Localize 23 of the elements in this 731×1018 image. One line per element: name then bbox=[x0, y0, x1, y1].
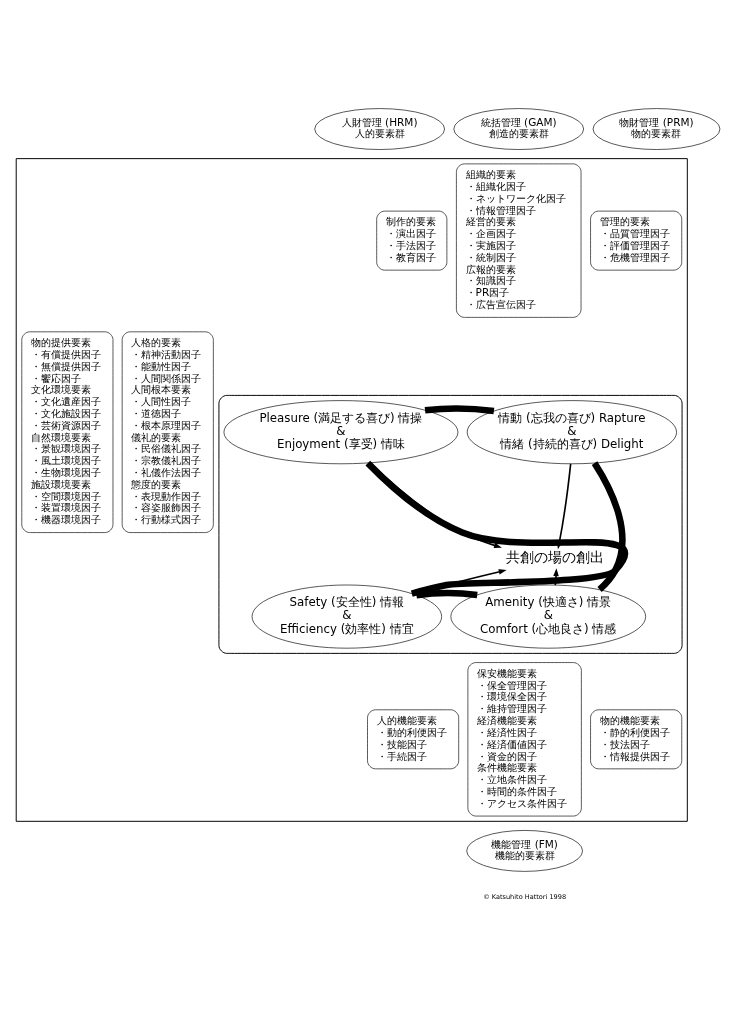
node-box: 組織的要素 ・組織化因子 ・ネットワーク化因子 ・情報管理因子 経営的要素 ・企画因子 ・実施因子 ・統制因子 広報的要素 ・知識因子 ・PR因子 ・広告宣伝因子 bbox=[456, 163, 582, 318]
node-box: 人的機能要素 ・動的利便因子 ・技能因子 ・手続因子 bbox=[367, 709, 460, 770]
node-ellipse: 人財管理 (HRM) 人的要素群 bbox=[314, 108, 445, 150]
node-ellipse: Pleasure (満足する喜び) 情操 & Enjoyment (享受) 情味 bbox=[223, 400, 459, 465]
node-ellipse: 統括管理 (GAM) 創造的要素群 bbox=[453, 108, 584, 150]
node-ellipse: 物財管理 (PRM) 物的要素群 bbox=[592, 108, 721, 150]
connector bbox=[591, 461, 626, 592]
node-box: 制作的要素 ・演出因子 ・手法因子 ・教育因子 bbox=[376, 210, 448, 271]
connector bbox=[365, 460, 628, 597]
cluster bbox=[218, 394, 683, 654]
node-ellipse: 情動 (忘我の喜び) Rapture & 情緒 (持続的喜び) Delight bbox=[466, 400, 677, 465]
node-box: 物的機能要素 ・静的利便因子 ・技法因子 ・情報提供因子 bbox=[590, 709, 683, 770]
connector bbox=[416, 589, 478, 599]
node-box: 管理的要素 ・品質管理因子 ・評価管理因子 ・危機管理因子 bbox=[590, 210, 683, 271]
cluster bbox=[15, 158, 688, 822]
node-ellipse: 機能管理 (FM) 機能的要素群 bbox=[466, 830, 583, 872]
node-ellipse: Amenity (快適さ) 情景 & Comfort (心地良さ) 情感 bbox=[450, 584, 646, 649]
arrow bbox=[553, 568, 559, 586]
node-ellipse: Safety (安全性) 情報 & Efficiency (効率性) 情宜 bbox=[251, 584, 442, 649]
node-box: 人格的要素 ・精神活動因子 ・能動性因子 ・人間関係因子 人間根本要素 ・人間性因子 ・道徳因子 ・根本原理因子 儀礼的要素 ・民俗儀礼因子 ・宗教儀礼因子 ・礼儀作法因子 態度的要素 ・表現動作因子 ・容姿服飾因子 ・行動様式因子 bbox=[121, 331, 214, 533]
node-box: 保安機能要素 ・保全管理因子 ・環境保全因子 ・維持管理因子 経済機能要素 ・経済性因子 ・経済価値因子 ・資金的因子 条件機能要素 ・立地条件因子 ・時間的条件因子 ・アクセス条件因子 bbox=[467, 662, 582, 817]
node-text: 共創の場の創出 bbox=[505, 549, 604, 566]
node-box: 物的提供要素 ・有償提供因子 ・無償提供因子 ・饗応因子 文化環境要素 ・文化遺産因子 ・文化施設因子 ・芸術資源因子 自然環境要素 ・景観環境因子 ・風土環境因子 ・生物環境因子 施設環境要素 ・空間環境因子 ・装置環境因子 ・機器環境因子 bbox=[21, 331, 114, 533]
